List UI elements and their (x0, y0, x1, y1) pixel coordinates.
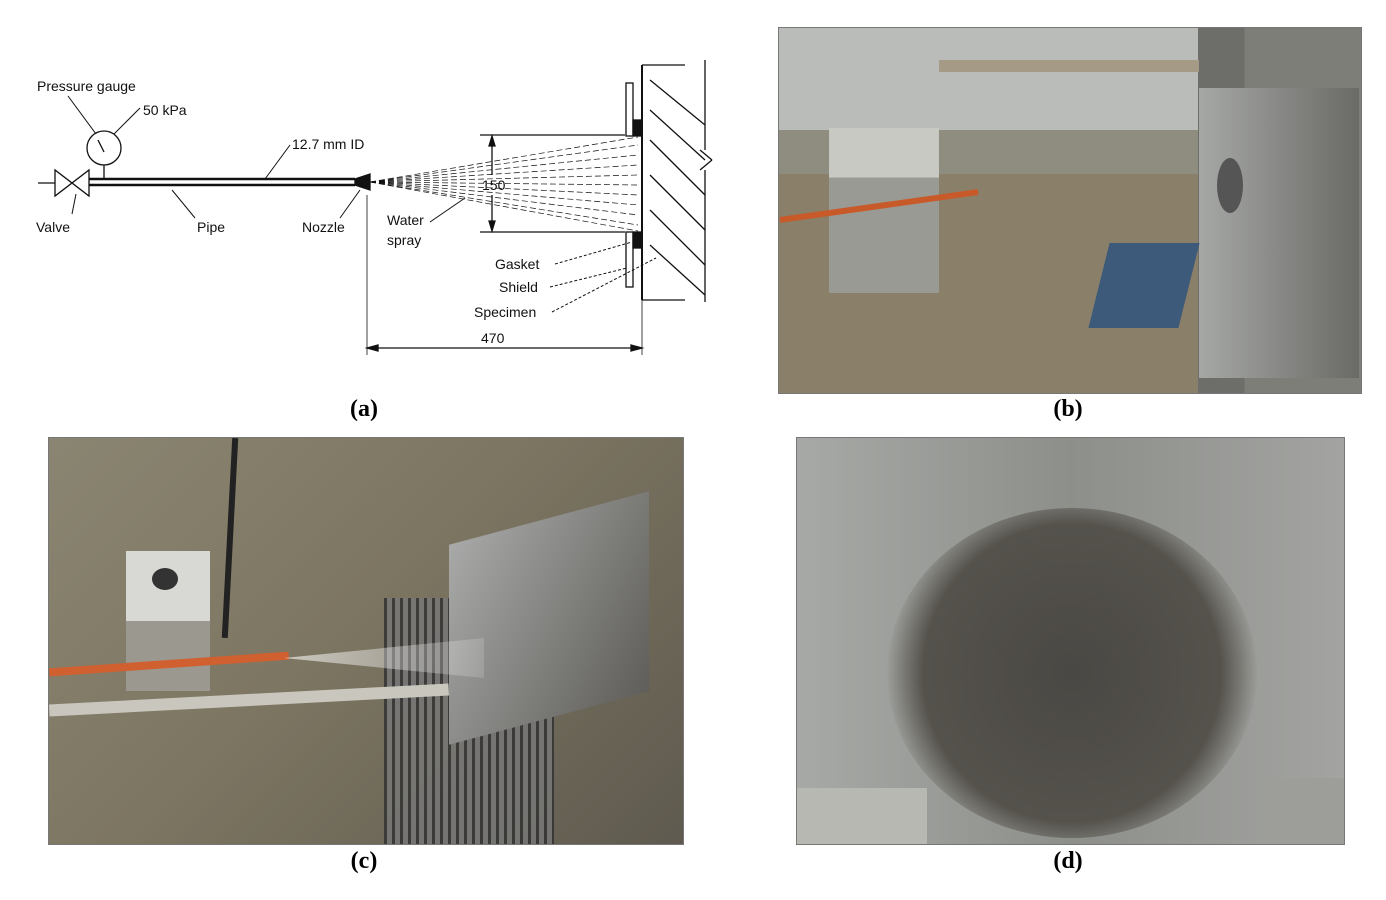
photo-test-setup (778, 27, 1362, 394)
overhead-pipe (939, 60, 1199, 72)
distance-dimension (364, 195, 645, 355)
block-left (797, 788, 927, 844)
valve-symbol (38, 168, 90, 198)
gasket-bottom (632, 231, 642, 249)
specimen-holder (449, 491, 649, 745)
valve-label: Valve (36, 219, 70, 235)
spray-label: spray (387, 232, 422, 248)
spray-opening (1217, 158, 1243, 213)
caption-b: (b) (1053, 396, 1083, 422)
block-hole (152, 568, 178, 590)
specimen-wall (641, 60, 713, 302)
pressure-value-label: 50 kPa (143, 102, 187, 118)
shield-top (625, 82, 634, 137)
shield-bottom (625, 231, 634, 288)
water-spray-lines (369, 136, 639, 232)
nozzle-label: Nozzle (302, 219, 345, 235)
specimen-label: Specimen (474, 304, 537, 320)
block-right (1267, 778, 1344, 844)
caption-d: (d) (1053, 848, 1083, 874)
spray-height-label: 150 (482, 177, 506, 193)
caption-a: (a) (350, 396, 378, 422)
pipe-id-label: 12.7 mm ID (292, 136, 365, 152)
caption-c: (c) (350, 848, 378, 874)
pressure-gauge-symbol (86, 130, 122, 180)
spray-height-dimension (480, 133, 625, 234)
photo-spray-in-operation (48, 437, 684, 845)
pipe-symbol (89, 177, 355, 187)
specimen-plate (1088, 243, 1200, 328)
gasket-top (632, 119, 642, 137)
shield-label: Shield (499, 279, 538, 295)
pipe-label: Pipe (197, 219, 226, 235)
gasket-label: Gasket (495, 256, 540, 272)
water-label: Water (387, 212, 424, 228)
nozzle-symbol (354, 173, 371, 191)
rod (221, 438, 239, 639)
pressure-gauge-label: Pressure gauge (37, 78, 136, 94)
wet-area (887, 508, 1257, 838)
photo-wet-specimen (796, 437, 1345, 845)
distance-label: 470 (481, 330, 505, 346)
specimen-holder (1199, 88, 1359, 378)
